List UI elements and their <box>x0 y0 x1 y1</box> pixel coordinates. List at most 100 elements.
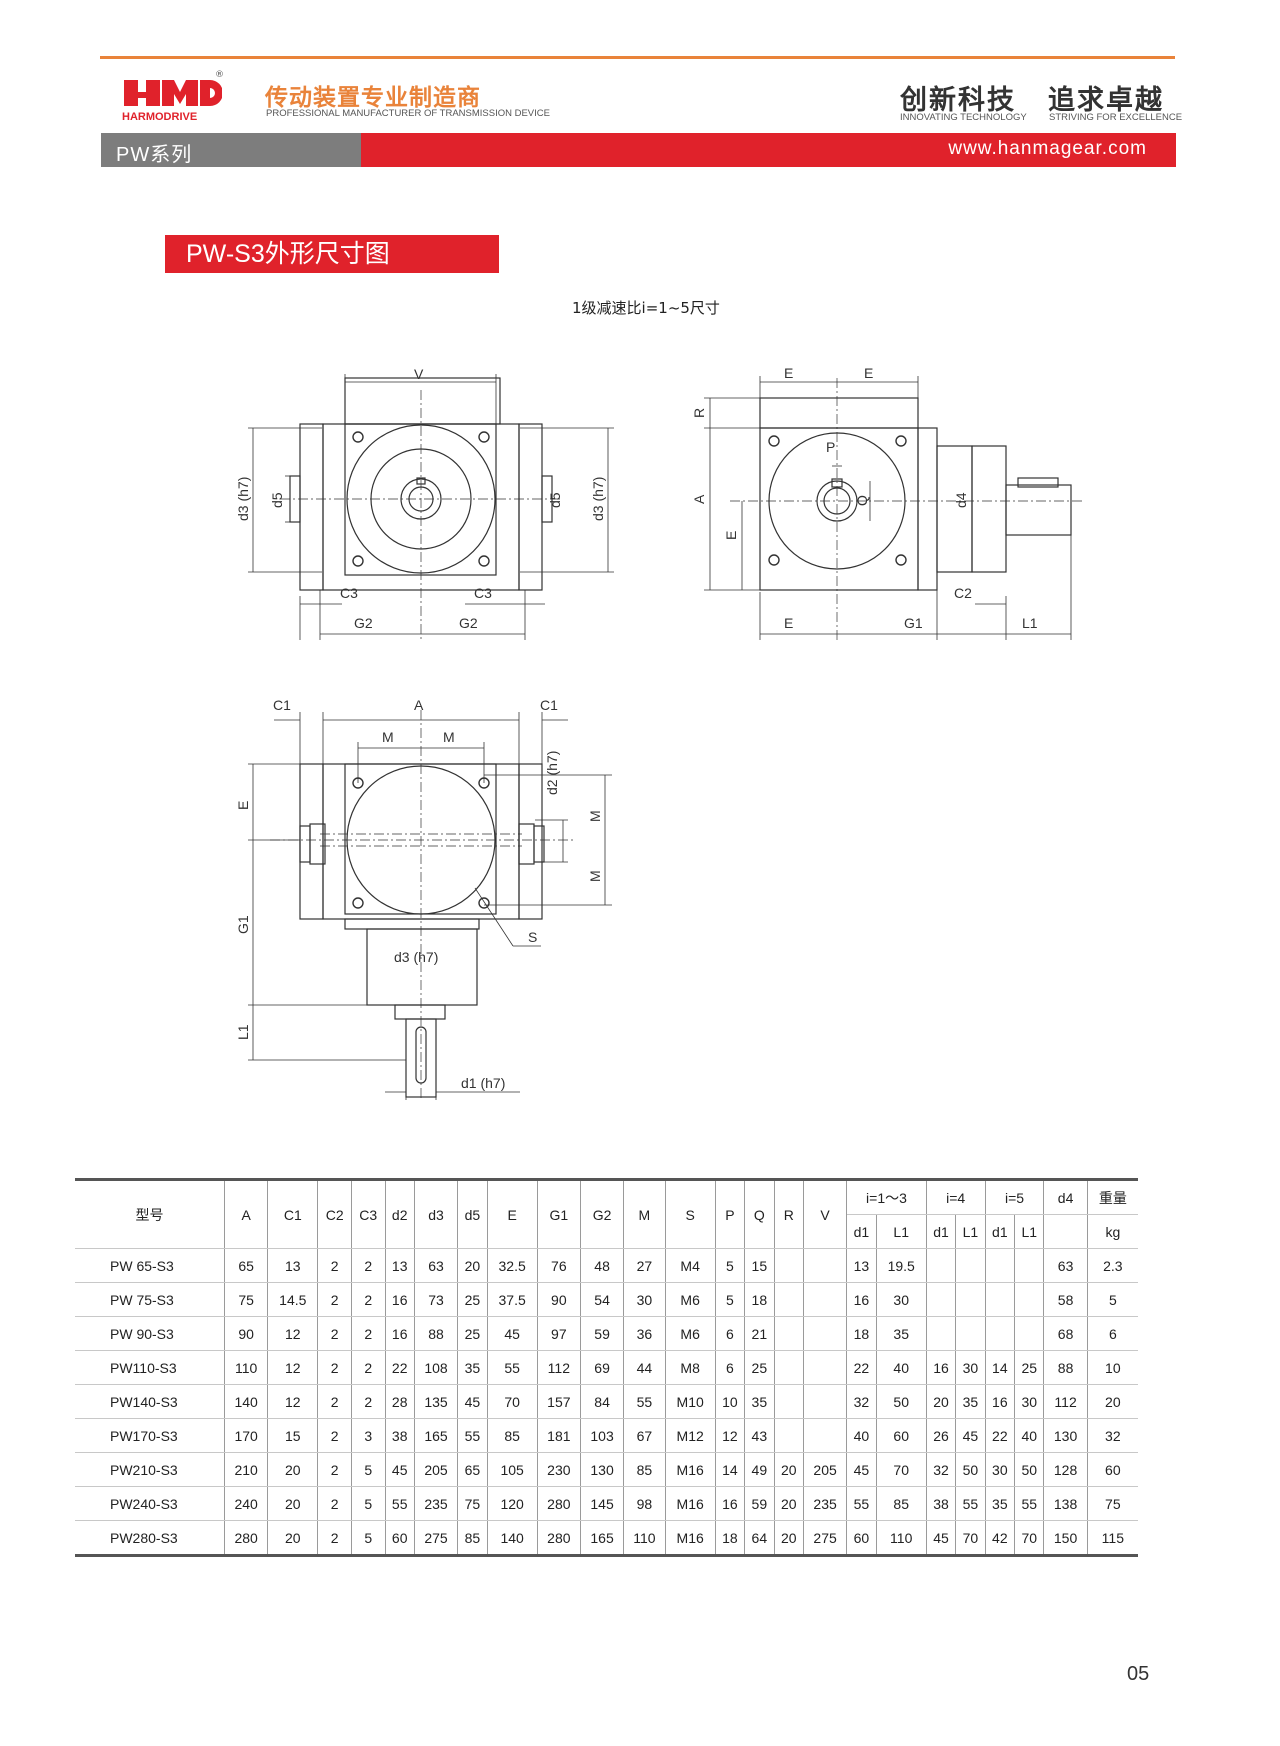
series-label: PW系列 <box>116 144 193 166</box>
table-cell: 28 <box>385 1384 415 1419</box>
tagline-en: PROFESSIONAL MANUFACTURER OF TRANSMISSIO… <box>266 108 550 119</box>
table-cell: 13 <box>846 1248 877 1283</box>
table-cell: 16 <box>385 1316 415 1351</box>
table-cell: 63 <box>1043 1248 1088 1283</box>
label-side-Q: Q <box>854 495 870 506</box>
side-view-labels: E E R P A Q E d4 C2 E G1 L1 <box>691 365 1038 631</box>
table-cell: 25 <box>744 1350 775 1385</box>
table-cell: 2 <box>317 1452 352 1487</box>
table-cell: 280 <box>537 1520 581 1557</box>
table-cell <box>1014 1248 1045 1283</box>
table-cell <box>926 1282 957 1317</box>
table-cell: 21 <box>744 1316 775 1351</box>
table-cell: 30 <box>985 1452 1016 1487</box>
col-header: M <box>623 1178 666 1249</box>
table-cell: 64 <box>744 1520 775 1557</box>
table-cell: 20 <box>774 1520 804 1557</box>
slogan-innovation-en: INNOVATING TECHNOLOGY <box>900 112 1027 123</box>
table-cell: M6 <box>665 1282 716 1317</box>
table-cell: 58 <box>1043 1282 1088 1317</box>
table-cell: 157 <box>537 1384 581 1419</box>
label-front-d3-left: d3 (h7) <box>235 477 251 521</box>
table-cell: 2 <box>351 1248 386 1283</box>
table-cell: 110 <box>224 1350 269 1385</box>
table-cell: 16 <box>985 1384 1016 1419</box>
table-cell: 85 <box>487 1418 538 1453</box>
table-cell: 75 <box>224 1282 269 1317</box>
table-cell <box>803 1282 848 1317</box>
table-cell: 55 <box>955 1486 986 1521</box>
table-cell: 165 <box>580 1520 625 1557</box>
section-title: PW-S3外形尺寸图 <box>165 235 499 273</box>
table-cell: 65 <box>457 1452 488 1487</box>
table-cell: 20 <box>1087 1384 1138 1419</box>
label-top-C1-left: C1 <box>273 697 291 713</box>
table-cell: 2 <box>317 1316 352 1351</box>
table-cell: 108 <box>414 1350 459 1385</box>
table-cell <box>803 1350 848 1385</box>
table-header-row: 型号 A C1 C2 C3 d2 d3 d5 E G1 G2 M S P Q R… <box>75 1178 1138 1249</box>
header-top-rule <box>100 56 1175 59</box>
table-cell <box>774 1384 804 1419</box>
col-subheader: kg <box>1087 1214 1138 1249</box>
table-cell: 13 <box>267 1248 319 1283</box>
col-header-group: i=4 <box>926 1178 986 1215</box>
label-top-S: S <box>528 929 537 945</box>
label-side-E3: E <box>723 531 739 540</box>
table-cell <box>985 1316 1016 1351</box>
table-cell: 16 <box>385 1282 415 1317</box>
table-cell <box>1014 1316 1045 1351</box>
website-bar <box>361 133 1176 167</box>
table-cell: 138 <box>1043 1486 1088 1521</box>
table-cell: 6 <box>1087 1316 1138 1351</box>
table-cell: 110 <box>623 1520 666 1557</box>
table-cell: 2 <box>351 1384 386 1419</box>
table-cell: 73 <box>414 1282 459 1317</box>
table-cell: 19.5 <box>876 1248 927 1283</box>
col-subheader <box>1043 1214 1088 1249</box>
table-cell: 13 <box>385 1248 415 1283</box>
table-cell: 165 <box>414 1418 459 1453</box>
website-link[interactable]: www.hanmagear.com <box>948 138 1147 159</box>
col-header: d3 <box>414 1178 459 1249</box>
table-cell: 5 <box>351 1520 386 1557</box>
table-cell: 2 <box>317 1384 352 1419</box>
table-cell <box>985 1248 1016 1283</box>
label-front-d3-right: d3 (h7) <box>590 477 606 521</box>
label-top-d3: d3 (h7) <box>394 949 438 965</box>
table-cell: 68 <box>1043 1316 1088 1351</box>
table-cell: 67 <box>623 1418 666 1453</box>
table-cell: 22 <box>985 1418 1016 1453</box>
table-cell: 40 <box>846 1418 877 1453</box>
label-side-G1: G1 <box>904 615 923 631</box>
front-view <box>248 374 614 640</box>
table-cell: 70 <box>955 1520 986 1557</box>
label-side-E1: E <box>784 365 793 381</box>
section-subtitle: 1级减速比i=1~5尺寸 <box>572 299 720 317</box>
table-cell: 65 <box>224 1248 269 1283</box>
table-cell <box>803 1316 848 1351</box>
table-cell: 44 <box>623 1350 666 1385</box>
table-cell: 280 <box>224 1520 269 1557</box>
table-cell: 38 <box>385 1418 415 1453</box>
table-cell <box>926 1316 957 1351</box>
table-cell: 45 <box>926 1520 957 1557</box>
table-cell: 140 <box>224 1384 269 1419</box>
table-cell: 35 <box>744 1384 775 1419</box>
registered-mark: ® <box>215 70 224 80</box>
table-cell: 2 <box>317 1350 352 1385</box>
table-cell: 105 <box>487 1452 538 1487</box>
table-cell: 145 <box>580 1486 625 1521</box>
col-header: d4 <box>1043 1178 1088 1215</box>
table-cell: 40 <box>1014 1418 1045 1453</box>
table-cell: 63 <box>414 1248 459 1283</box>
label-top-d2: d2 (h7) <box>544 751 560 795</box>
table-cell: 45 <box>487 1316 538 1351</box>
col-header: C3 <box>351 1178 386 1249</box>
table-cell: 55 <box>623 1384 666 1419</box>
